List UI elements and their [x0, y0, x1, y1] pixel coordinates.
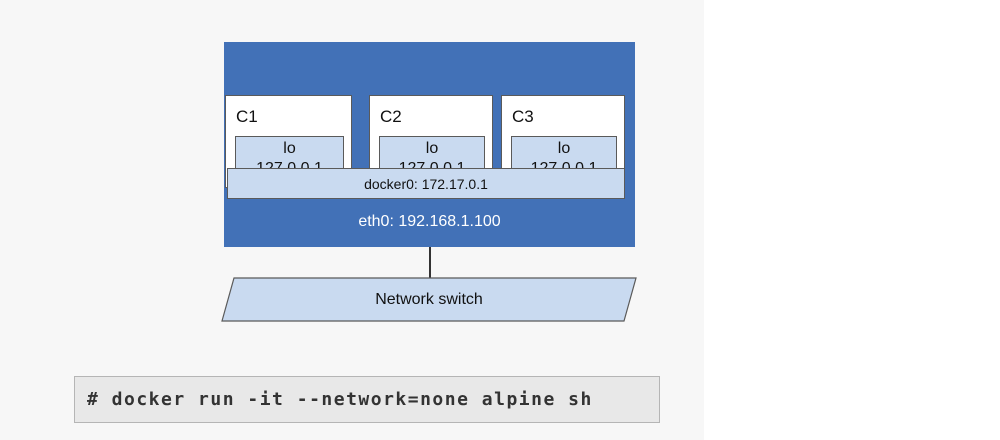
network-switch-shape: [221, 277, 637, 322]
interface-name: lo: [283, 140, 296, 157]
diagram-panel: C1 lo 127.0.0.1 C2 lo 127.0.0.1 C3 lo 12…: [74, 42, 660, 423]
command-snippet: # docker run -it --network=none alpine s…: [74, 376, 660, 423]
docker0-bridge: docker0: 172.17.0.1: [227, 168, 625, 199]
container-name: C2: [380, 107, 402, 126]
container-name: C1: [236, 107, 258, 126]
host-switch-link: [429, 247, 431, 278]
interface-name: lo: [425, 140, 439, 157]
eth0-label: eth0: 192.168.1.100: [358, 213, 501, 230]
network-switch-label: Network switch: [375, 290, 483, 308]
container-name: C3: [512, 107, 534, 126]
interface-name: lo: [557, 140, 571, 157]
bridge-label: docker0: 172.17.0.1: [364, 175, 488, 192]
